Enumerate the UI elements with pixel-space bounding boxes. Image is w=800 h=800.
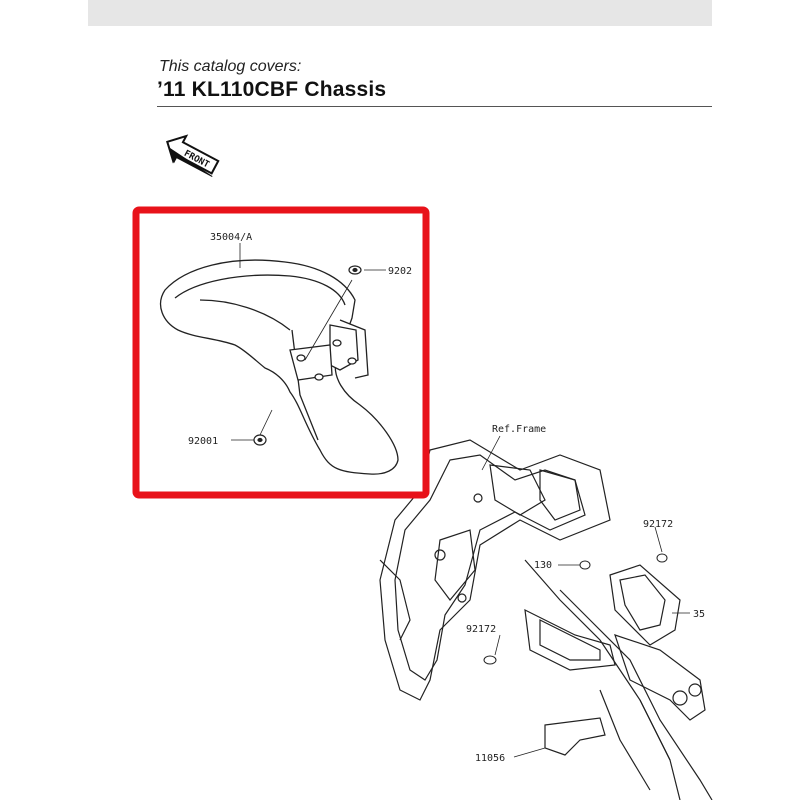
part-label-clamp: 11056 <box>475 753 505 764</box>
bolt-icons <box>483 553 668 665</box>
catalog-title: ’11 KL110CBF Chassis <box>157 78 387 101</box>
part-label-fender: 35004/A <box>210 232 252 243</box>
part-label-grommet-bottom: 92001 <box>188 436 218 447</box>
fender-drawing <box>160 259 399 475</box>
front-arrow-icon: FRONT <box>166 134 220 177</box>
part-label-bolt-right: 92172 <box>643 519 673 530</box>
part-label-frame-ref: Ref.Frame <box>492 424 546 435</box>
title-rule <box>157 106 712 107</box>
part-label-screw: 130 <box>534 560 552 571</box>
frame-leaders <box>481 435 690 758</box>
frame-drawing <box>379 439 713 800</box>
part-label-bracket: 35 <box>693 609 705 620</box>
part-label-bolt-left: 92172 <box>466 624 496 635</box>
part-label-grommet-top: 9202 <box>388 266 412 277</box>
fender-leaders <box>231 243 386 441</box>
top-bar <box>88 0 712 26</box>
catalog-subtitle: This catalog covers: <box>159 58 302 75</box>
